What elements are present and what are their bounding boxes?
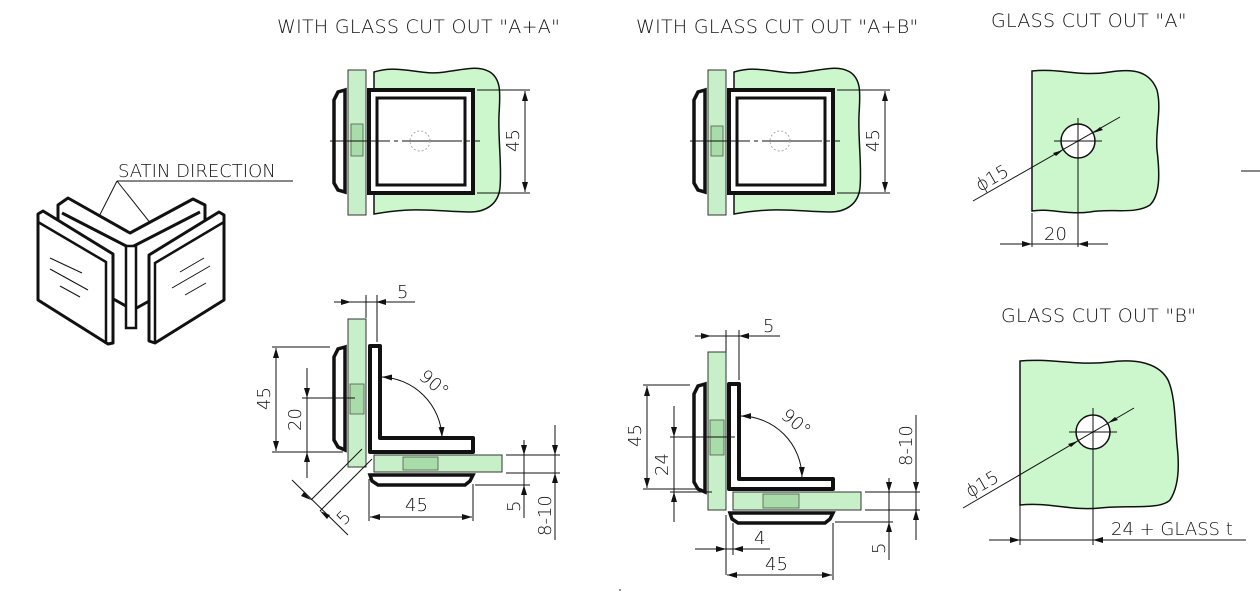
dimension-arrows (301, 492, 330, 519)
dim-angle: 90° (415, 366, 453, 403)
angle-arc (740, 413, 805, 478)
iso-left-plate-edge (37, 220, 108, 344)
dimension-arrows (552, 445, 558, 483)
dim-diag-offset: 5 (333, 507, 356, 530)
hidden-screw-icon (409, 130, 431, 152)
hidden-screw-icon (769, 130, 791, 152)
dim-gasket: 5 (504, 501, 525, 512)
clamp-bottom-plate (727, 511, 836, 525)
dim-edge-offset: 4 (754, 528, 765, 549)
dim-outer-height: 45 (254, 387, 275, 410)
satin-line (49, 268, 89, 291)
angle-arc (381, 374, 445, 438)
dimension-arrows (1053, 127, 1103, 156)
diameter-leader (962, 407, 1135, 509)
dim-diameter: ϕ15 (972, 161, 1013, 197)
view-ab-section: 5 90° 45 24 8-10 5 (625, 316, 920, 580)
view-aa-front: WITH GLASS CUT OUT "A+A" 45 (277, 16, 560, 216)
extension-line (310, 448, 363, 501)
dim-edge-distance: 20 (1044, 224, 1067, 245)
satin-line (184, 282, 207, 296)
satin-line (49, 257, 83, 274)
dim-hole-offset: 24 (652, 453, 673, 476)
dim-bottom-width: 45 (405, 495, 428, 516)
dimension-arrows (1068, 417, 1118, 447)
dim-top-offset: 5 (397, 282, 408, 303)
iso-left-plate (36, 209, 115, 346)
dim-front-height: 45 (503, 129, 524, 152)
clamp-back-plate (692, 381, 707, 495)
dimension-line (291, 479, 349, 536)
clamp-l-body (727, 382, 835, 491)
dim-top-offset: 5 (763, 316, 774, 337)
satin-line (171, 265, 211, 289)
extension-line (319, 458, 373, 512)
screw-section (402, 456, 439, 471)
cutout-b-title: GLASS CUT OUT "B" (1001, 305, 1196, 327)
dimension-arrows (521, 445, 527, 495)
dim-outer-height: 45 (625, 424, 646, 447)
dim-glass-range: 8-10 (896, 425, 917, 466)
satin-line (179, 257, 205, 273)
dimension-arrows (913, 482, 919, 520)
dim-angle: 90° (777, 405, 815, 442)
dimension-arrows (716, 546, 743, 552)
view-aa-section: 5 90° 45 20 5 45 (254, 282, 560, 540)
dim-edge-distance: 24 + GLASS t (1111, 519, 1233, 540)
dim-front-height: 45 (863, 129, 884, 152)
screw-section (350, 123, 364, 157)
dim-gasket: 5 (869, 543, 890, 554)
dim-bottom-width: 45 (765, 554, 788, 575)
clamp-l-body (368, 344, 475, 454)
cutout-a-title: GLASS CUT OUT "A" (991, 10, 1187, 32)
dim-glass-range: 8-10 (535, 495, 556, 536)
iso-spine (124, 244, 138, 330)
iso-right-plate (147, 210, 226, 345)
iso-right-plate-edge (153, 220, 225, 343)
dimension-arrows (886, 482, 892, 532)
screw-section (762, 493, 800, 509)
screw-section (349, 383, 365, 415)
satin-direction-label: SATIN DIRECTION (118, 161, 276, 182)
satin-line (59, 285, 81, 298)
cutout-b-view: GLASS CUT OUT "B" ϕ15 24 + GLASS t (962, 305, 1246, 545)
cutout-a-view: GLASS CUT OUT "A" ϕ15 20 (972, 10, 1187, 247)
stray-dot (619, 589, 621, 591)
isometric-view: SATIN DIRECTION (36, 161, 293, 346)
view-ab-title: WITH GLASS CUT OUT "A+B" (636, 16, 919, 38)
view-aa-title: WITH GLASS CUT OUT "A+A" (277, 16, 560, 38)
view-ab-front: WITH GLASS CUT OUT "A+B" 45 (636, 16, 919, 216)
dim-hole-offset: 20 (285, 408, 306, 431)
clamp-bottom-plate (367, 473, 476, 487)
